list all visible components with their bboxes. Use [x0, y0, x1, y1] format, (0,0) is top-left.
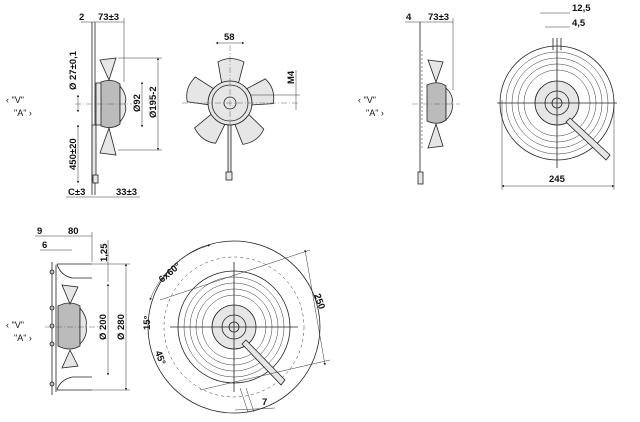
dim-c: C±3	[68, 187, 85, 198]
dim-m4: M4	[286, 70, 297, 84]
dim-9: 9	[37, 226, 42, 237]
dim-12-5: 12,5	[572, 3, 591, 14]
dim-245: 245	[549, 174, 566, 185]
dim-d200: Ø 200	[98, 314, 109, 340]
dim-15deg: 15°	[142, 315, 153, 330]
dim-73: 73±3	[98, 12, 119, 23]
dim-450: 450±20	[68, 138, 79, 170]
dim-2: 2	[79, 12, 84, 23]
view-label-a-2: "A" ›	[366, 108, 384, 118]
side-view-3: ‹ "V" "A" › 9 80 6 1,25 Ø 200 Ø 280	[6, 226, 130, 395]
dim-45deg: 45°	[152, 349, 167, 366]
front-view-1: 58 M4	[182, 32, 300, 181]
dim-73-b: 73±3	[428, 12, 449, 23]
dim-1-25: 1,25	[99, 243, 110, 262]
dim-d92: Ø92	[132, 94, 143, 112]
dim-d280: Ø 280	[116, 314, 127, 340]
dim-d195: Ø195-2	[148, 86, 159, 118]
dim-d27: Ø 27±0,1	[68, 50, 79, 90]
dim-6: 6	[42, 240, 47, 251]
view-label-v: ‹ "V"	[6, 95, 24, 105]
side-view-2: ‹ "V" "A" › 4 73±3	[358, 12, 460, 185]
dim-250: 250	[311, 292, 327, 311]
view-label-a: "A" ›	[14, 108, 32, 118]
dim-6x60: 6x60°	[157, 261, 183, 286]
side-view-1: ‹ "V" "A" › 2 73±3 Ø 27±0,1 Ø92 Ø195-2 4…	[6, 12, 162, 198]
dim-4-5: 4,5	[572, 18, 586, 29]
front-view-3: 6x60° 15° 45° 250 7	[142, 240, 331, 414]
view-label-a-3: "A" ›	[14, 333, 32, 343]
view-label-v-2: ‹ "V"	[358, 95, 376, 105]
dim-4: 4	[406, 12, 412, 23]
front-view-2: 245 12,5 4,5	[497, 3, 617, 190]
view-label-v-3: ‹ "V"	[6, 320, 24, 330]
dim-80: 80	[68, 226, 79, 237]
dim-7: 7	[262, 397, 267, 408]
dim-33: 33±3	[116, 187, 137, 198]
dim-58: 58	[224, 32, 235, 43]
